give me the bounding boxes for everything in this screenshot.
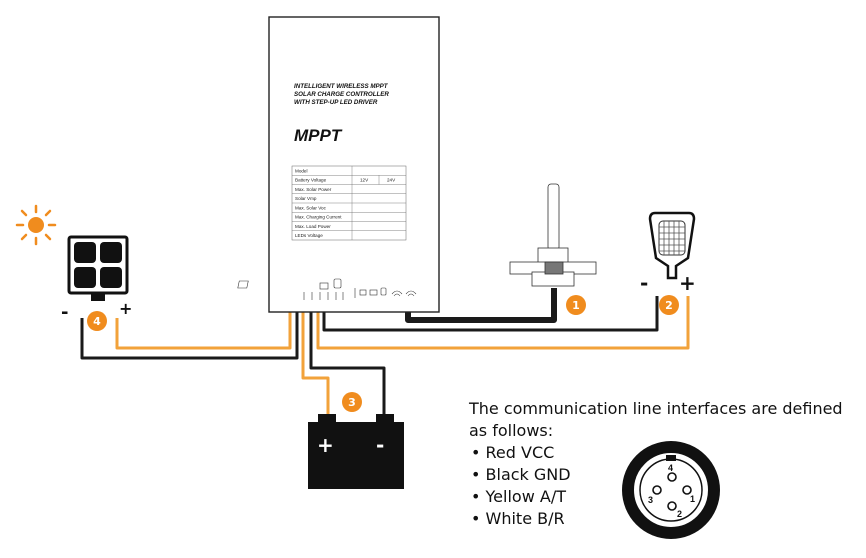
battery-negative-label: - bbox=[376, 433, 384, 457]
led-lamp-icon bbox=[648, 211, 696, 280]
lamp-negative-label: - bbox=[640, 271, 648, 295]
svg-text:4: 4 bbox=[93, 315, 101, 328]
badge-1: 1 bbox=[566, 295, 586, 315]
controller-body bbox=[268, 16, 440, 313]
comm-item-black-gnd: • Black GND bbox=[471, 465, 571, 484]
connector-face-icon bbox=[622, 441, 720, 539]
sun-icon bbox=[15, 204, 57, 246]
badge-2: 2 bbox=[659, 295, 679, 315]
comm-item-red-vcc: • Red VCC bbox=[471, 443, 554, 462]
spec-row-max-solar-voc: Max. Solar Voc bbox=[295, 206, 327, 211]
battery-positive-label: + bbox=[317, 433, 334, 457]
pin-3-label: 3 bbox=[648, 495, 653, 505]
controller-title-line-1: INTELLIGENT WIRELESS MPPT bbox=[294, 83, 389, 90]
battery-status-icon bbox=[369, 289, 378, 296]
pin-2-dot bbox=[667, 501, 677, 511]
charge-controller: INTELLIGENT WIRELESS MPPT SOLAR CHARGE C… bbox=[237, 16, 440, 313]
battery-terminal-icon bbox=[319, 282, 329, 290]
wireless-icon bbox=[391, 290, 403, 297]
battery-negative-wire bbox=[309, 312, 386, 418]
comm-heading-line-1: The communication line interfaces are de… bbox=[468, 399, 843, 418]
pin-3-dot bbox=[652, 485, 662, 495]
controller-title-line-2: SOLAR CHARGE CONTROLLER bbox=[294, 91, 389, 98]
panel-positive-label: + bbox=[119, 299, 132, 318]
lamp-status-icon bbox=[380, 287, 387, 296]
spec-row-model: Model bbox=[295, 169, 308, 174]
terminal-icons bbox=[237, 278, 417, 300]
pin-1-label: 1 bbox=[690, 494, 695, 504]
spec-row-max-charging-current: Max. Charging Current bbox=[295, 215, 342, 220]
spec-row-leds-voltage: LEDs Voltage bbox=[295, 233, 323, 238]
spec-row-max-load-power: Max. Load Power bbox=[295, 224, 331, 229]
comm-item-yellow-at: • Yellow A/T bbox=[471, 487, 566, 506]
pin-2-label: 2 bbox=[677, 509, 682, 519]
communication-cable bbox=[405, 288, 557, 323]
spec-row-battery-voltage: Battery Voltage bbox=[295, 178, 327, 183]
solar-negative-wire bbox=[80, 312, 299, 360]
pin-4-label: 4 bbox=[668, 463, 673, 473]
load-positive-wire bbox=[316, 296, 690, 350]
solar-terminal-icon bbox=[237, 280, 249, 289]
wires bbox=[80, 288, 690, 418]
controller-title-line-3: WITH STEP-UP LED DRIVER bbox=[294, 99, 378, 106]
battery-positive-wire bbox=[301, 312, 330, 418]
solar-panel-icon bbox=[67, 235, 129, 301]
spec-row-max-solar-power: Max. Solar Power bbox=[295, 187, 332, 192]
badge-4: 4 bbox=[87, 311, 107, 331]
signal-icon bbox=[405, 290, 417, 297]
solar-positive-wire bbox=[115, 312, 292, 350]
svg-text:1: 1 bbox=[572, 299, 580, 312]
lamp-terminal-icon bbox=[333, 278, 342, 289]
panel-negative-label: - bbox=[61, 302, 68, 323]
svg-text:2: 2 bbox=[665, 299, 673, 312]
voltage-option-24v: 24V bbox=[387, 178, 396, 183]
voltage-option-12v: 12V bbox=[360, 178, 369, 183]
load-negative-wire bbox=[322, 296, 659, 332]
communication-plug-icon bbox=[509, 183, 597, 287]
spec-table: Model Battery Voltage Max. Solar Power S… bbox=[291, 165, 407, 241]
svg-text:3: 3 bbox=[348, 396, 356, 409]
panel-status-icon bbox=[359, 289, 367, 296]
spec-row-solar-vmp: Solar Vmp bbox=[295, 196, 317, 201]
comm-item-white-br: • White B/R bbox=[471, 509, 565, 528]
badge-3: 3 bbox=[342, 392, 362, 412]
comm-heading-line-2: as follows: bbox=[469, 421, 553, 440]
pin-4-dot bbox=[667, 472, 677, 482]
pin-1-dot bbox=[682, 485, 692, 495]
controller-brand: MPPT bbox=[294, 126, 343, 145]
battery-icon bbox=[308, 414, 404, 489]
lamp-positive-label: + bbox=[679, 271, 696, 295]
